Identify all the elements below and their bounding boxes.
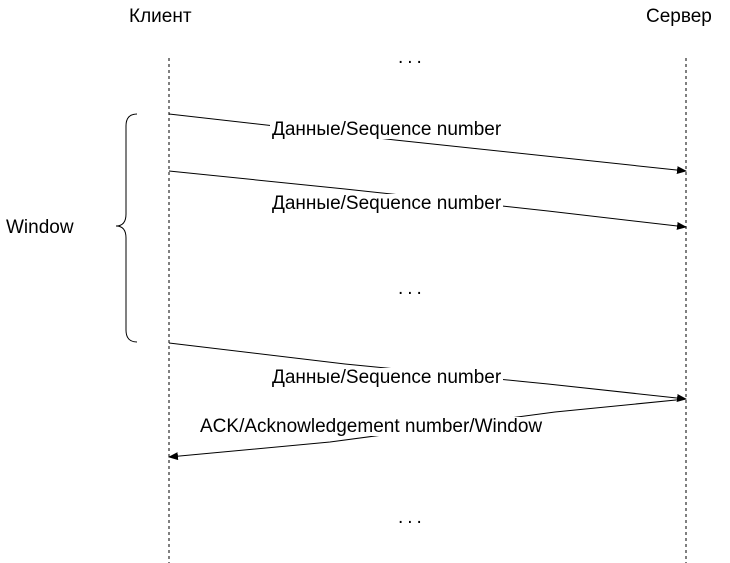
message-label-2: Данные/Sequence number [270,193,504,214]
ellipsis-middle: ... [398,278,426,299]
message-label-4: ACK/Acknowledgement number/Window [198,416,545,437]
participant-client: Клиент [129,6,192,27]
message-label-1: Данные/Sequence number [270,119,504,140]
window-label: Window [6,217,74,238]
participant-server: Сервер [646,6,712,27]
window-brace [115,113,138,343]
ellipsis-top: ... [398,47,426,68]
ellipsis-bottom: ... [398,507,426,528]
message-label-3: Данные/Sequence number [270,367,504,388]
